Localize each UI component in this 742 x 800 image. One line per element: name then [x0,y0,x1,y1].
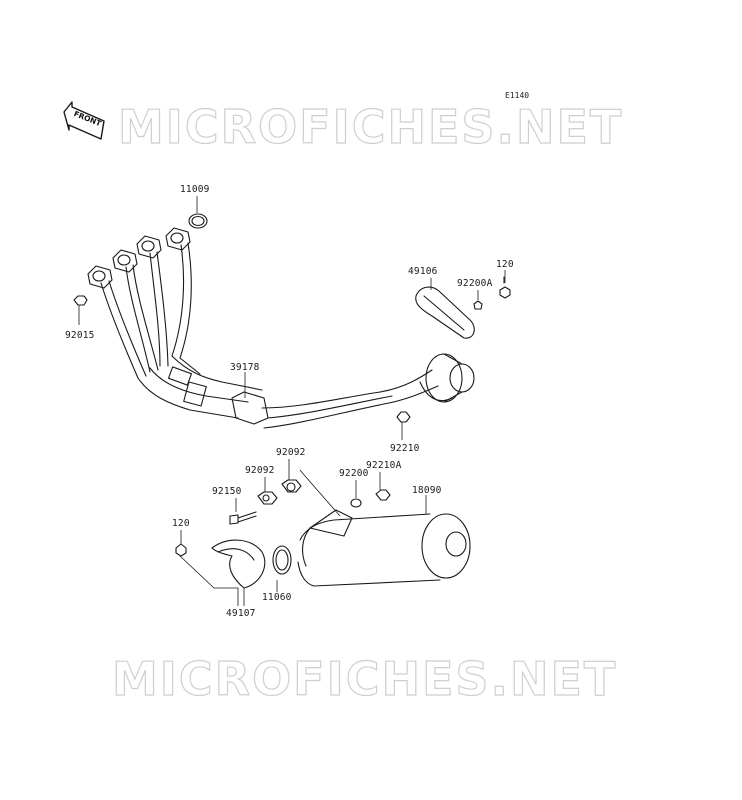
collar-92092-b [281,479,302,493]
part-label-92015: 92015 [65,330,95,341]
heat-guard-49106 [415,286,475,339]
heat-guard-49107 [211,539,266,589]
nut-92210 [396,411,411,423]
watermark-top: MICROFICHES.NET [117,99,624,154]
part-label-92200: 92200 [339,468,369,479]
part-label-18090: 18090 [412,485,442,496]
washer-92200 [350,498,362,508]
muffler-18090 [297,509,471,587]
collar-92200a [473,300,483,310]
part-label-92092-b: 92092 [276,447,306,458]
nut-92210a [375,489,391,501]
part-label-120-bottom: 120 [172,518,190,529]
front-arrow-icon: FRONT [63,101,105,140]
nut-92015 [73,295,88,306]
part-label-92200a: 92200A [457,278,493,289]
part-label-92150: 92150 [212,486,242,497]
bolt-92150 [229,511,257,525]
diagram-code: E1140 [505,91,530,100]
watermark-bottom: MICROFICHES.NET [111,651,618,706]
bolt-120-bottom [175,543,187,557]
header-pipes-39178 [100,242,475,429]
part-label-49106: 49106 [408,266,438,277]
part-label-39178: 39178 [230,362,260,373]
bolt-120-top [499,276,511,299]
part-label-120-top: 120 [496,259,514,270]
part-label-11009: 11009 [180,184,210,195]
gasket-11009 [188,213,208,229]
part-label-92210: 92210 [390,443,420,454]
leader-lines [78,196,506,606]
gasket-11060 [272,545,292,575]
part-label-92092-a: 92092 [245,465,275,476]
part-label-11060: 11060 [262,592,292,603]
header-flanges [87,227,191,289]
collar-92092-a [257,491,278,505]
part-label-92210a: 92210A [366,460,402,471]
part-label-49107: 49107 [226,608,256,619]
